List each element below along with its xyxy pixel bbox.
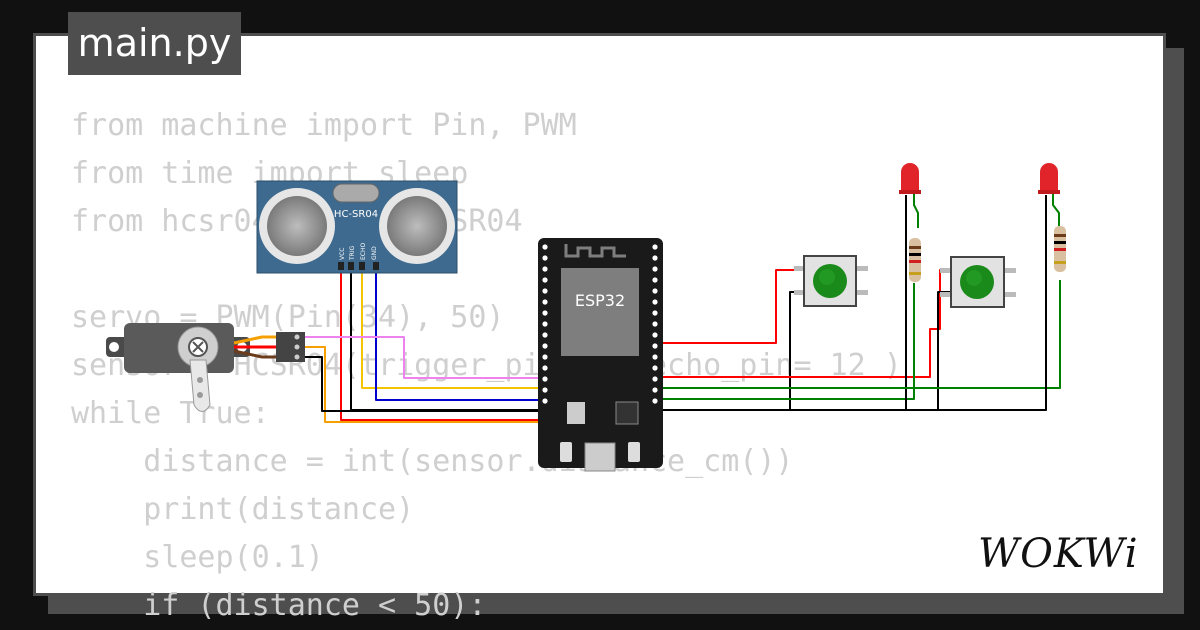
- board-pin: [652, 255, 658, 261]
- board-pin: [542, 332, 548, 338]
- board-pin: [542, 343, 548, 349]
- board-pin: [652, 277, 658, 283]
- board-pin: [652, 354, 658, 360]
- board-pin: [652, 332, 658, 338]
- board-pin: [542, 255, 548, 261]
- code-line: sleep(0.1): [71, 540, 324, 575]
- board-pin: [542, 288, 548, 294]
- board-pin: [652, 299, 658, 305]
- board-pin: [542, 398, 548, 404]
- board-pin: [652, 387, 658, 393]
- sensor-pin-label: ECHO: [360, 243, 367, 260]
- wire-servo-signal: [305, 336, 541, 379]
- board-label: ESP32: [575, 291, 625, 310]
- wire-servo-gnd: [305, 356, 541, 412]
- code-line: while True:: [71, 396, 270, 431]
- code-line: if (distance < 50):: [71, 588, 487, 623]
- board-pin: [652, 310, 658, 316]
- board-pin: [542, 354, 548, 360]
- wire-led1-signal: [654, 283, 915, 400]
- wire-button1-signal: [654, 269, 806, 344]
- wokwi-logo-text: WOKWi: [978, 531, 1139, 577]
- resistor-1: [909, 238, 921, 282]
- ultrasonic-sensor[interactable]: HC-SR04 VCC TRIG ECHO GND: [256, 180, 458, 274]
- board-pin: [542, 387, 548, 393]
- push-button-1[interactable]: [794, 255, 868, 307]
- board-pin: [652, 244, 658, 250]
- board-pin: [652, 365, 658, 371]
- board-pin: [652, 288, 658, 294]
- led-1[interactable]: [899, 163, 921, 194]
- esp32-board[interactable]: ESP32: [538, 238, 663, 472]
- sensor-pin-label: TRIG: [349, 245, 356, 261]
- board-pin: [542, 310, 548, 316]
- wire-button1-gnd: [654, 291, 806, 411]
- led-2[interactable]: [1038, 163, 1060, 194]
- wokwi-logo[interactable]: WOKWi: [975, 525, 1155, 585]
- file-tab[interactable]: main.py: [68, 12, 241, 75]
- wire-trig: [361, 268, 541, 389]
- push-button-2[interactable]: [940, 256, 1016, 308]
- wire-vcc: [340, 268, 541, 421]
- wire-led1-leg: [913, 193, 919, 228]
- wire-led2-signal: [654, 280, 1061, 389]
- board-pin: [542, 376, 548, 382]
- resistor-2: [1054, 226, 1066, 272]
- servo-motor[interactable]: [106, 323, 305, 412]
- board-pin: [652, 343, 658, 349]
- code-line: from machine import Pin, PWM: [71, 108, 577, 143]
- wires: [305, 193, 1061, 423]
- board-pin: [652, 266, 658, 272]
- board-pin: [542, 244, 548, 250]
- wire-echo: [375, 268, 541, 401]
- board-pin: [542, 299, 548, 305]
- board-pin: [542, 365, 548, 371]
- board-pin: [542, 321, 548, 327]
- sensor-label: HC-SR04: [334, 209, 378, 220]
- board-pin: [652, 321, 658, 327]
- wire-button2-gnd: [654, 291, 952, 411]
- sensor-pin-label: VCC: [339, 248, 346, 260]
- wire-led2-leg: [1052, 193, 1060, 226]
- code-line: print(distance): [71, 492, 415, 527]
- sensor-pin-label: GND: [371, 246, 378, 260]
- file-tab-label: main.py: [77, 21, 232, 65]
- board-pin: [542, 277, 548, 283]
- board-pin: [542, 266, 548, 272]
- board-pin: [652, 398, 658, 404]
- board-pin: [652, 376, 658, 382]
- board-pin-headers: [542, 244, 658, 404]
- wire-led2-gnd: [654, 195, 1047, 411]
- wire-servo-vcc: [305, 346, 541, 423]
